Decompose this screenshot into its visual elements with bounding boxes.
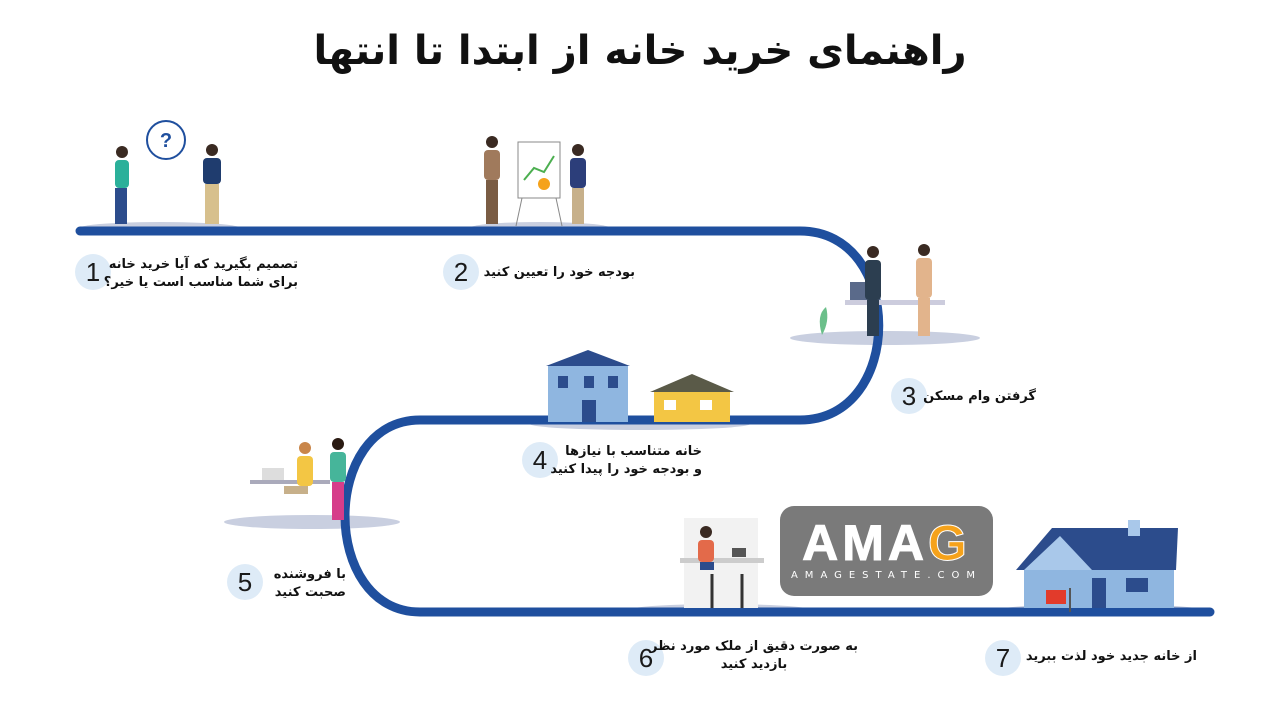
mortgage-handshake-icon (819, 244, 945, 336)
step-1-line1: تصمیم بگیرید که آیا خرید خانه (108, 257, 298, 272)
step-4-badge: 4 (522, 442, 558, 478)
seller-meeting-icon (250, 438, 346, 520)
new-home-icon (1016, 520, 1178, 612)
step-3-badge: 3 (891, 378, 927, 414)
step-1-line2: برای شما مناسب است یا خیر؟ (103, 275, 298, 290)
step-7-label: از خانه جدید خود لذت ببرید (1025, 649, 1197, 664)
step-4-line2: و بودجه خود را پیدا کنید (550, 462, 702, 477)
step-2-label: بودجه خود را تعیین کنید (483, 265, 635, 280)
step-6-label: به صورت دقیق از ملک مورد نظر بازدید کنید (650, 638, 858, 674)
logo-mark: AMAG (802, 515, 971, 572)
svg-text:?: ? (160, 130, 172, 152)
ground-shadow (224, 515, 400, 529)
page-title: راهنمای خرید خانه از ابتدا تا انتها (313, 28, 967, 74)
budget-presentation-icon (484, 136, 586, 227)
step-5-line2: صحبت کنید (274, 585, 346, 600)
step-6-line2: بازدید کنید (720, 657, 788, 672)
step-1-label: تصمیم بگیرید که آیا خرید خانه برای شما من… (104, 256, 298, 292)
step-3-label: گرفتن وام مسکن (923, 389, 1036, 404)
step-5-line1: با فروشنده (273, 567, 346, 582)
step-7-badge: 7 (985, 640, 1021, 676)
step-4-label: خانه متناسب با نیازها و بودجه خود را پیدا… (550, 443, 702, 479)
people-question-icon: ? (115, 120, 221, 224)
step-5-label: با فروشنده صحبت کنید (274, 566, 346, 602)
step-6-badge: 6 (628, 640, 664, 676)
property-visit-icon (680, 518, 764, 608)
houses-icon (546, 350, 734, 422)
step-4-line1: خانه متناسب با نیازها (565, 444, 702, 459)
ground-shadow (790, 331, 980, 345)
step-5-badge: 5 (227, 564, 263, 600)
step-2-badge: 2 (443, 254, 479, 290)
logo-text: AMAGESTATE.COM (790, 570, 983, 581)
amag-logo: AMAG AMAGESTATE.COM (780, 506, 993, 596)
step-1-badge: 1 (75, 254, 111, 290)
step-6-line1: به صورت دقیق از ملک مورد نظر (650, 639, 858, 654)
